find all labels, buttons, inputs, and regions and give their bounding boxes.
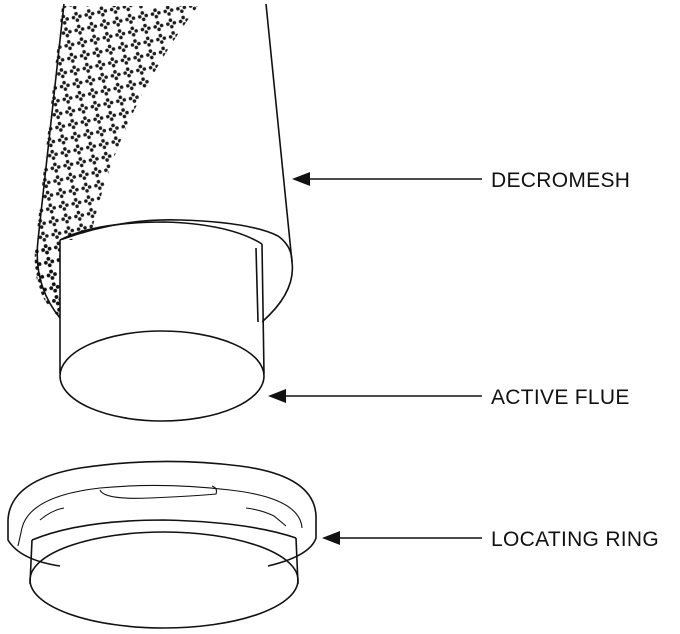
active-flue-right-edge — [261, 243, 265, 375]
label-decromesh: DECROMESH — [491, 169, 630, 192]
active-flue-bottom-opening — [59, 330, 265, 422]
locating-ring — [7, 460, 317, 629]
locating-ring-inner-flange — [21, 484, 303, 529]
locating-ring-tab-centre — [99, 485, 218, 499]
arrowhead — [292, 172, 310, 186]
callout-active-flue: ACTIVE FLUE — [268, 386, 630, 409]
locating-ring-outer-bottom — [7, 520, 317, 567]
arrowhead — [322, 531, 340, 545]
locating-ring-tab-left — [17, 507, 65, 547]
locating-ring-outer-top — [7, 460, 317, 521]
active-flue-top-rim — [59, 221, 263, 245]
decromesh-left-edge — [36, 3, 65, 319]
callout-locating-ring: LOCATING RING — [322, 528, 659, 551]
label-active-flue: ACTIVE FLUE — [491, 386, 630, 409]
active-flue-tube — [59, 221, 265, 422]
label-locating-ring: LOCATING RING — [491, 528, 659, 551]
locating-ring-tab-right — [245, 507, 287, 527]
locating-ring-bottom-opening — [29, 531, 299, 629]
decromesh-perforations-lower — [35, 240, 62, 320]
locating-ring-spigot-top — [31, 519, 297, 541]
arrowhead — [268, 389, 286, 403]
decromesh-right-edge — [261, 3, 294, 323]
active-flue-inner-seam — [255, 247, 259, 323]
callout-decromesh: DECROMESH — [292, 169, 630, 192]
